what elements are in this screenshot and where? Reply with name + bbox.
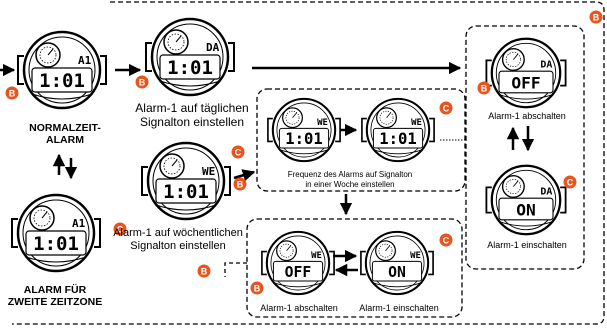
- button-b-daily: B: [135, 75, 149, 89]
- watch-mode-text: WE: [317, 118, 328, 128]
- label-daily-line2: Signalton einstellen: [140, 115, 244, 129]
- right-toggle-box: [465, 25, 585, 270]
- watch-time-text: 1:01: [285, 130, 323, 148]
- label-bottom-on: Alarm-1 einschalten: [359, 303, 439, 313]
- watch-time-text: 1:01: [163, 181, 209, 203]
- watch-time-text: 1:01: [33, 233, 79, 255]
- arrow-bottom-return: [224, 262, 247, 277]
- watch-mode-text: WE: [202, 165, 215, 178]
- label-right-off: Alarm-1 abschalten: [488, 111, 566, 121]
- svg-text:B: B: [9, 89, 16, 99]
- label-daily-line1: Alarm-1 auf täglichen: [135, 101, 248, 115]
- watch-normal-alarm: A1 1:01: [16, 30, 108, 110]
- watch-second-zone: A1 1:01: [10, 193, 102, 273]
- label-normal-line1: NORMALZEIT-: [29, 122, 101, 134]
- watch-daily: DA 1:01: [144, 17, 236, 97]
- watch-frequency-2: WE 1:01: [360, 97, 436, 163]
- button-c-frequency: C: [439, 101, 453, 115]
- button-b-top: B: [589, 10, 603, 24]
- bottom-toggle-box: [246, 218, 463, 318]
- button-c-bottom: C: [439, 233, 453, 247]
- button-b-return: B: [197, 264, 211, 278]
- watch-state-text: ON: [516, 200, 536, 219]
- svg-text:B: B: [254, 284, 261, 294]
- svg-text:B: B: [139, 78, 146, 88]
- watch-time-text: 1:01: [379, 130, 417, 148]
- watch-bottom-off: WE OFF: [260, 230, 336, 296]
- watch-time-text: 1:01: [39, 70, 85, 92]
- button-c-right-on: C: [563, 175, 577, 189]
- svg-text:B: B: [237, 180, 244, 190]
- watch-bottom-on: WE ON: [359, 230, 435, 296]
- label-right-on: Alarm-1 einschalten: [487, 240, 567, 250]
- watch-state-text: OFF: [285, 264, 312, 281]
- label-normal-line2: ALARM: [46, 134, 84, 146]
- watch-mode-text: DA: [206, 41, 220, 54]
- watch-mode-text: DA: [540, 187, 552, 198]
- watch-mode-text: WE: [410, 251, 421, 261]
- outer-dashed-frame: [12, 1, 605, 325]
- watch-mode-text: A1: [72, 217, 86, 230]
- watch-state-text: ON: [388, 264, 406, 281]
- svg-text:B: B: [481, 84, 488, 94]
- button-c-zone: C: [113, 222, 127, 236]
- svg-text:C: C: [443, 104, 450, 114]
- svg-text:C: C: [235, 148, 242, 158]
- watch-mode-text: A1: [78, 54, 92, 67]
- button-b-weekly: B: [233, 177, 247, 191]
- label-bottom-off: Alarm-1 abschalten: [260, 303, 338, 313]
- button-b-right-off: B: [477, 81, 491, 95]
- watch-right-on: DA ON: [485, 164, 567, 236]
- button-b-normal: B: [5, 86, 19, 100]
- watch-time-text: 1:01: [167, 57, 213, 79]
- label-weekly-line1: Alarm-1 auf wöchentlichen: [113, 227, 243, 239]
- button-c-weekly: C: [231, 145, 245, 159]
- watch-state-text: OFF: [511, 73, 540, 92]
- label-zone-line1: ALARM FÜR: [24, 283, 87, 296]
- svg-text:B: B: [201, 267, 208, 277]
- watch-right-off: DA OFF: [485, 37, 567, 109]
- watch-mode-text: WE: [311, 251, 322, 261]
- arrow-weekly-to-frequency: [233, 169, 256, 182]
- label-frequency-line1: Frequenz des Alarms auf Signalton: [288, 170, 413, 179]
- svg-text:C: C: [117, 225, 124, 235]
- watch-frequency-1: WE 1:01: [266, 97, 342, 163]
- label-zone-line2: ZWEITE ZEITZONE: [8, 296, 103, 308]
- svg-text:C: C: [567, 178, 574, 188]
- svg-text:C: C: [443, 236, 450, 246]
- svg-text:B: B: [593, 13, 600, 23]
- watch-mode-text: WE: [411, 118, 422, 128]
- button-b-bottom-left: B: [250, 281, 264, 295]
- label-weekly-line2: Signalton einstellen: [130, 240, 225, 252]
- watch-mode-text: DA: [540, 60, 552, 71]
- label-frequency-line2: in einer Woche einstellen: [305, 180, 394, 189]
- watch-weekly: WE 1:01: [140, 141, 232, 221]
